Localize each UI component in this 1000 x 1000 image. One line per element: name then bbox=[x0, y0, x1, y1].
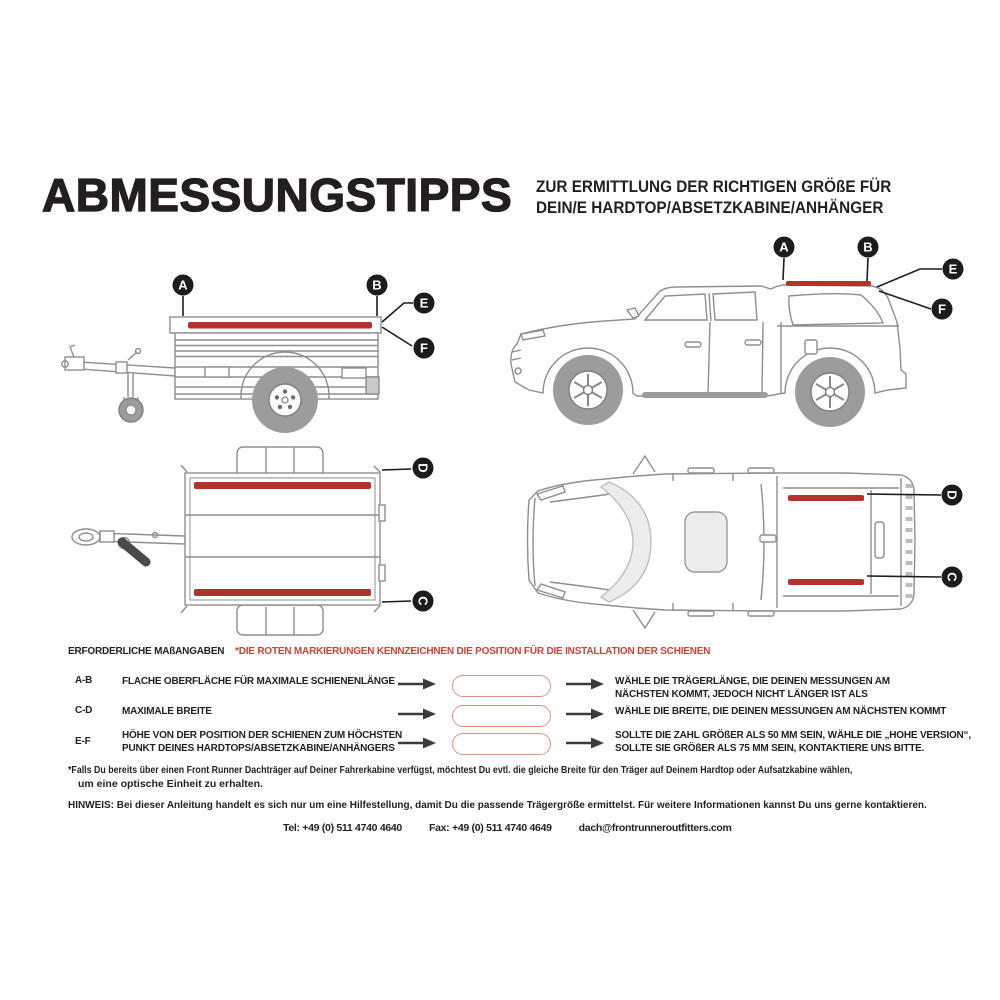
contact-tel: Tel: +49 (0) 511 4740 4640 bbox=[283, 822, 402, 834]
rail-marking-top bbox=[188, 322, 372, 329]
measurement-entry-field bbox=[452, 733, 551, 755]
range-label: A-B bbox=[75, 675, 93, 686]
arrow-right-icon bbox=[566, 708, 604, 720]
svg-text:A: A bbox=[178, 278, 188, 293]
range-label: E-F bbox=[75, 736, 91, 747]
truck-top-view-diagram: D C bbox=[526, 454, 963, 630]
svg-text:C: C bbox=[416, 596, 431, 606]
sunroof bbox=[684, 511, 728, 573]
svg-text:D: D bbox=[945, 490, 960, 499]
measurement-description: FLACHE OBERFLÄCHE FÜR MAXIMALE SCHIENENL… bbox=[122, 676, 395, 687]
hitch-coupler bbox=[71, 528, 101, 546]
page-title: ABMESSUNGSTIPPS bbox=[41, 168, 513, 221]
label-badge-b: B bbox=[366, 274, 388, 316]
contact-info: Tel: +49 (0) 511 4740 4640 Fax: +49 (0) … bbox=[283, 822, 732, 834]
rail-marking-left bbox=[788, 495, 864, 501]
label-badge-a: A bbox=[773, 236, 795, 281]
svg-text:F: F bbox=[938, 302, 946, 317]
truck-side-view-diagram: A B E F bbox=[510, 236, 964, 427]
label-badge-a: A bbox=[172, 274, 194, 316]
asterisk-footnote-line-1: *Falls Du bereits über einen Front Runne… bbox=[68, 764, 853, 776]
svg-text:A: A bbox=[779, 240, 789, 255]
label-badge-b: B bbox=[857, 236, 879, 282]
asterisk-footnote-line-2: um eine optische Einheit zu erhalten. bbox=[78, 778, 263, 790]
rail-marking-canopy bbox=[786, 281, 871, 286]
svg-text:E: E bbox=[949, 262, 958, 277]
right-mirror bbox=[632, 609, 656, 630]
trailer-fender bbox=[240, 351, 330, 399]
svg-text:B: B bbox=[863, 240, 872, 255]
label-badge-e: E bbox=[876, 258, 964, 288]
rail-marking-right bbox=[194, 589, 371, 596]
truck-body-outline bbox=[510, 284, 907, 397]
measurement-row-ef: E-F HÖHE VON DER POSITION DER SCHIENEN Z… bbox=[0, 729, 1000, 763]
trailer-side-view-diagram: A B E F bbox=[61, 274, 435, 433]
running-board bbox=[642, 392, 768, 398]
svg-text:C: C bbox=[945, 572, 960, 582]
label-badge-e: E bbox=[381, 292, 435, 323]
arrow-right-icon bbox=[398, 737, 436, 749]
measurement-entry-field bbox=[452, 675, 551, 697]
red-markings-note: *DIE ROTEN MARKIERUNGEN KENNZEICHNEN DIE… bbox=[235, 646, 711, 657]
svg-text:F: F bbox=[420, 341, 428, 356]
label-badge-f: F bbox=[381, 326, 435, 359]
contact-fax: Fax: +49 (0) 511 4740 4649 bbox=[428, 822, 552, 834]
label-badge-d: D bbox=[381, 457, 434, 479]
svg-text:B: B bbox=[372, 278, 381, 293]
page-subtitle: ZUR ERMITTLUNG DER RICHTIGEN GRÖßE FÜR D… bbox=[536, 176, 891, 218]
range-label: C-D bbox=[75, 705, 93, 716]
label-badge-d: D bbox=[866, 484, 963, 506]
rail-marking-left bbox=[194, 482, 371, 489]
measurement-instruction: WÄHLE DIE BREITE, DIE DEINEN MESSUNGEN A… bbox=[615, 706, 947, 717]
measurement-description: HÖHE VON DER POSITION DER SCHIENEN ZUM H… bbox=[122, 730, 403, 754]
arrow-right-icon bbox=[566, 737, 604, 749]
truck-rear-wheel bbox=[795, 357, 865, 427]
label-badge-c: C bbox=[381, 590, 434, 612]
subtitle-line-1: ZUR ERMITTLUNG DER RICHTIGEN GRÖßE FÜR bbox=[536, 177, 892, 196]
truck-front-wheel bbox=[553, 355, 623, 425]
bottom-fender bbox=[236, 604, 324, 636]
rail-marking-right bbox=[788, 579, 864, 585]
handbrake-lever bbox=[117, 537, 151, 567]
side-mirror bbox=[625, 307, 640, 319]
measurement-instruction: WÄHLE DIE TRÄGERLÄNGE, DIE DEINEN MESSUN… bbox=[615, 676, 890, 700]
arrow-right-icon bbox=[398, 678, 436, 690]
measurement-instruction: SOLLTE DIE ZAHL GRÖßER ALS 50 MM SEIN, W… bbox=[615, 730, 971, 754]
arrow-right-icon bbox=[398, 708, 436, 720]
trailer-top-view-diagram: D C bbox=[71, 446, 434, 636]
measurement-description: MAXIMALE BREITE bbox=[122, 706, 212, 717]
arrow-right-icon bbox=[566, 678, 604, 690]
label-badge-c: C bbox=[866, 566, 963, 588]
svg-text:D: D bbox=[416, 463, 431, 472]
subtitle-line-2: DEIN/E HARDTOP/ABSETZKABINE/ANHÄNGER bbox=[536, 198, 884, 217]
headlight bbox=[520, 329, 546, 341]
measurement-row-ab: A-B FLACHE OBERFLÄCHE FÜR MAXIMALE SCHIE… bbox=[0, 675, 1000, 709]
label-badge-f: F bbox=[878, 290, 953, 320]
left-mirror bbox=[632, 454, 656, 475]
measurement-row-cd: C-D MAXIMALE BREITE WÄHLE DIE BREITE, DI… bbox=[0, 705, 1000, 739]
measurements-section-title: ERFORDERLICHE MAßANGABEN bbox=[68, 646, 225, 657]
canopy-window bbox=[788, 293, 885, 326]
measurement-entry-field bbox=[452, 705, 551, 727]
windshield bbox=[599, 481, 652, 603]
hinweis-note: HINWEIS: Bei dieser Anleitung handelt es… bbox=[68, 799, 927, 811]
contact-email: dach@frontrunneroutfitters.com bbox=[578, 822, 732, 834]
trailer-wheel bbox=[252, 367, 318, 433]
svg-text:E: E bbox=[420, 296, 429, 311]
